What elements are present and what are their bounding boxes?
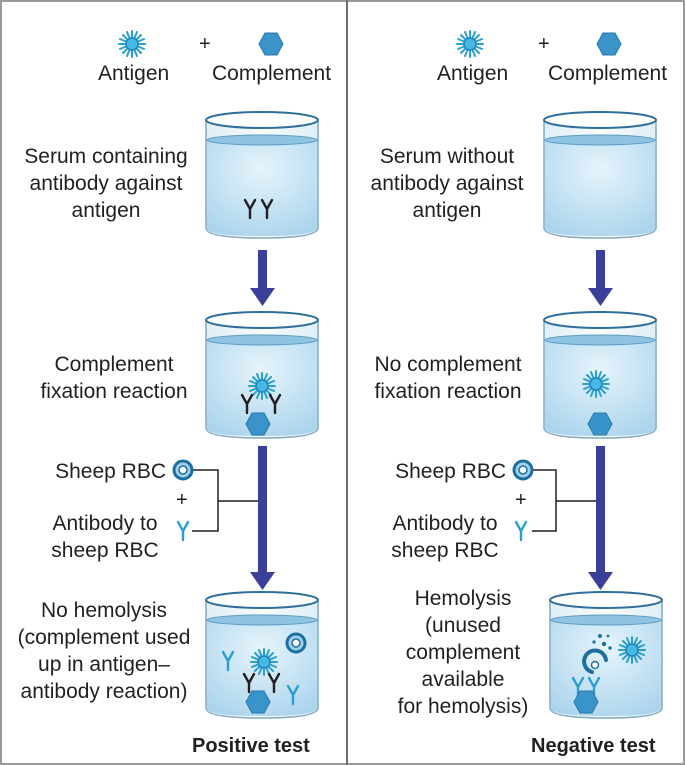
serum-label-positive: Serum containing antibody against antige…	[6, 143, 206, 224]
bracket-connector	[532, 469, 596, 532]
reaction-label-negative: No complement fixation reaction	[358, 351, 538, 405]
text-line: fixation reaction	[40, 380, 188, 403]
legend-antigen-icon-right	[456, 30, 484, 58]
text-line: for hemolysis)	[397, 695, 529, 718]
legend-plus: +	[199, 33, 211, 55]
positive-test-label: Positive test	[192, 735, 310, 757]
lysed-rbc-icon	[582, 634, 612, 674]
text-line: (unused	[425, 614, 501, 637]
arrow-down-long	[250, 446, 275, 590]
sheep-rbc-icon	[285, 632, 307, 654]
text-line: (complement used	[17, 626, 191, 649]
legend-antigen-icon-left	[118, 30, 146, 58]
reaction-label-positive: Complement fixation reaction	[24, 351, 204, 405]
text-line: Antibody to	[52, 512, 158, 535]
legend-complement-icon-left	[258, 32, 284, 56]
text-line: Complement	[54, 353, 174, 376]
antibody-blue-icon	[176, 520, 190, 542]
sheep-rbc-label: Sheep RBC	[55, 460, 166, 483]
text-line: antigen	[412, 199, 482, 222]
text-line: up in antigen–	[38, 653, 170, 676]
plus-sign: +	[515, 489, 527, 511]
text-line: antibody against	[370, 172, 524, 195]
antigen-icon	[618, 636, 646, 664]
antigen-icon	[250, 648, 278, 676]
legend-complement-label: Complement	[548, 62, 668, 85]
text-line: sheep RBC	[391, 539, 499, 562]
text-line: antibody against	[29, 172, 183, 195]
antigen-icon	[582, 370, 610, 398]
result-label-positive: No hemolysis (complement used up in anti…	[4, 597, 204, 705]
text-line: No complement	[374, 353, 522, 376]
negative-test-label: Negative test	[531, 735, 656, 757]
beaker-serum-positive	[205, 111, 319, 239]
serum-label-negative: Serum without antibody against antigen	[354, 143, 540, 224]
arrow-down-long	[588, 446, 613, 590]
arrow-down	[250, 250, 275, 306]
plus-sign: +	[176, 489, 188, 511]
bracket-connector	[192, 469, 258, 532]
text-line: Serum without	[379, 145, 515, 168]
text-line: available	[421, 668, 505, 691]
text-line: No hemolysis	[40, 599, 168, 622]
sheep-rbc-icon	[172, 459, 194, 481]
text-line: Serum containing	[24, 145, 188, 168]
result-label-negative: Hemolysis (unused complement available f…	[380, 585, 546, 720]
antibody-rbc-label: Antibody to sheep RBC	[40, 510, 170, 564]
antibody-rbc-label: Antibody to sheep RBC	[380, 510, 510, 564]
panel-divider	[346, 0, 348, 765]
legend-plus: +	[538, 33, 550, 55]
text-line: Antibody to	[392, 512, 498, 535]
legend-complement-label: Complement	[212, 62, 332, 85]
text-line: fixation reaction	[374, 380, 522, 403]
arrow-down	[588, 250, 613, 306]
sheep-rbc-icon	[512, 459, 534, 481]
legend-antigen-label: Antigen	[437, 62, 509, 85]
legend-antigen-label: Antigen	[98, 62, 170, 85]
text-line: Hemolysis	[414, 587, 512, 610]
text-line: antibody reaction)	[20, 680, 188, 703]
legend-complement-icon-right	[596, 32, 622, 56]
text-line: sheep RBC	[51, 539, 159, 562]
beaker-serum-negative	[543, 111, 657, 239]
antibody-blue-icon	[514, 520, 528, 542]
sheep-rbc-label: Sheep RBC	[395, 460, 506, 483]
text-line: complement	[405, 641, 521, 664]
text-line: antigen	[71, 199, 141, 222]
